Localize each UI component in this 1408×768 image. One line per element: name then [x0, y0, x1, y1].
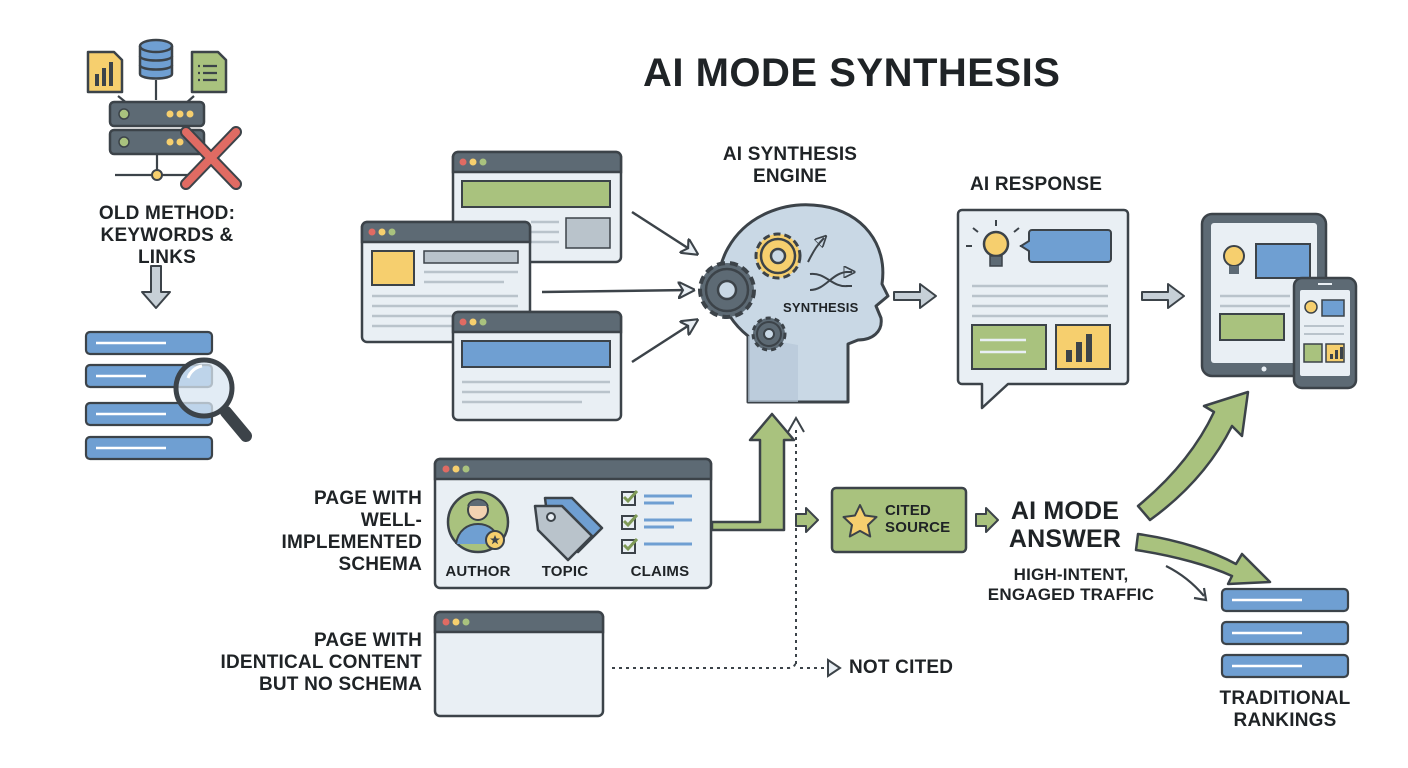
source-window-2: [360, 220, 532, 344]
devices-group: [1200, 212, 1358, 390]
engine-group: [698, 203, 937, 664]
gear-icon: [754, 232, 802, 280]
attribute-topic: TOPIC: [541, 563, 589, 580]
engine-label-line1: AI SYNTHESIS: [722, 144, 858, 165]
person-icon: [446, 490, 510, 554]
down-arrow: [141, 265, 171, 309]
no-schema-page-group: [433, 610, 842, 718]
no-schema-page-label: PAGE WITH IDENTICAL CONTENT BUT NO SCHEM…: [202, 630, 422, 696]
old-method-label-line1: OLD METHOD:: [98, 203, 236, 224]
schema-to-engine-arrow: [710, 412, 796, 532]
old-method-label-line2: KEYWORDS & LINKS: [100, 224, 234, 268]
database-icon: [138, 38, 174, 80]
rankings-line2: RANKINGS: [1233, 709, 1337, 731]
no-schema-page-label-line2: IDENTICAL CONTENT: [220, 651, 422, 673]
engine-inner-label: SYNTHESIS: [783, 300, 859, 315]
engine-label: AI SYNTHESIS ENGINE: [700, 144, 880, 188]
checkbox-icon: [621, 489, 692, 554]
answer-to-rankings-arrow: [1134, 532, 1272, 586]
source-window-3: [451, 310, 623, 422]
cited-source-line2: SOURCE: [885, 519, 951, 537]
cited-source-group: [795, 486, 999, 554]
outcome-group: [1134, 390, 1350, 679]
schema-page-group: [433, 457, 713, 590]
tag-icon: [533, 496, 604, 562]
page-title: AI MODE SYNTHESIS: [643, 51, 1061, 95]
list-document-icon: [190, 50, 228, 94]
rankings-list: [1220, 587, 1350, 679]
phone-icon: [1292, 276, 1358, 390]
old-method-group: [84, 38, 252, 461]
source-pages-group: [360, 150, 694, 422]
gear-icon: [751, 316, 787, 352]
server-icon: [108, 100, 206, 181]
magnifier-icon: [173, 357, 252, 442]
ai-mode-answer-label: AI MODE ANSWER: [990, 497, 1140, 553]
schema-page-label-line2: WELL-IMPLEMENTED: [281, 509, 422, 553]
traffic-label-line1: HIGH-INTENT,: [1013, 565, 1129, 584]
not-cited-label: NOT CITED: [849, 657, 954, 678]
schema-page-label-line1: PAGE WITH: [313, 488, 422, 509]
cited-source-label: CITED SOURCE: [885, 502, 950, 537]
no-schema-page-label-line1: PAGE WITH: [313, 630, 422, 651]
cited-source-line1: CITED: [885, 502, 931, 519]
traditional-rankings-label: TRADITIONAL RANKINGS: [1192, 688, 1378, 732]
attribute-author: AUTHOR: [445, 563, 511, 580]
rankings-line1: TRADITIONAL: [1219, 688, 1351, 709]
red-x-icon: [180, 126, 242, 190]
answer-to-devices-arrow: [1136, 390, 1250, 522]
attribute-claims: CLAIMS: [630, 563, 690, 580]
schema-page-label-line3: SCHEMA: [338, 553, 422, 575]
star-icon: [842, 504, 878, 538]
schema-page-label: PAGE WITH WELL-IMPLEMENTED SCHEMA: [222, 488, 422, 575]
bar-chart-document-icon: [86, 50, 124, 94]
response-group: [956, 208, 1185, 410]
engine-label-line2: ENGINE: [752, 165, 828, 187]
answer-line2: ANSWER: [1008, 524, 1122, 553]
answer-line1: AI MODE: [1010, 497, 1120, 525]
traffic-label-line2: ENGAGED TRAFFIC: [987, 584, 1155, 604]
response-label: AI RESPONSE: [970, 174, 1103, 195]
no-schema-page-label-line3: BUT NO SCHEMA: [258, 673, 422, 695]
search-results-list: [84, 330, 214, 461]
traffic-label: HIGH-INTENT, ENGAGED TRAFFIC: [976, 565, 1166, 604]
lightbulb-icon: [966, 220, 1026, 267]
old-method-label: OLD METHOD: KEYWORDS & LINKS: [72, 203, 262, 269]
gear-icon: [698, 261, 756, 319]
